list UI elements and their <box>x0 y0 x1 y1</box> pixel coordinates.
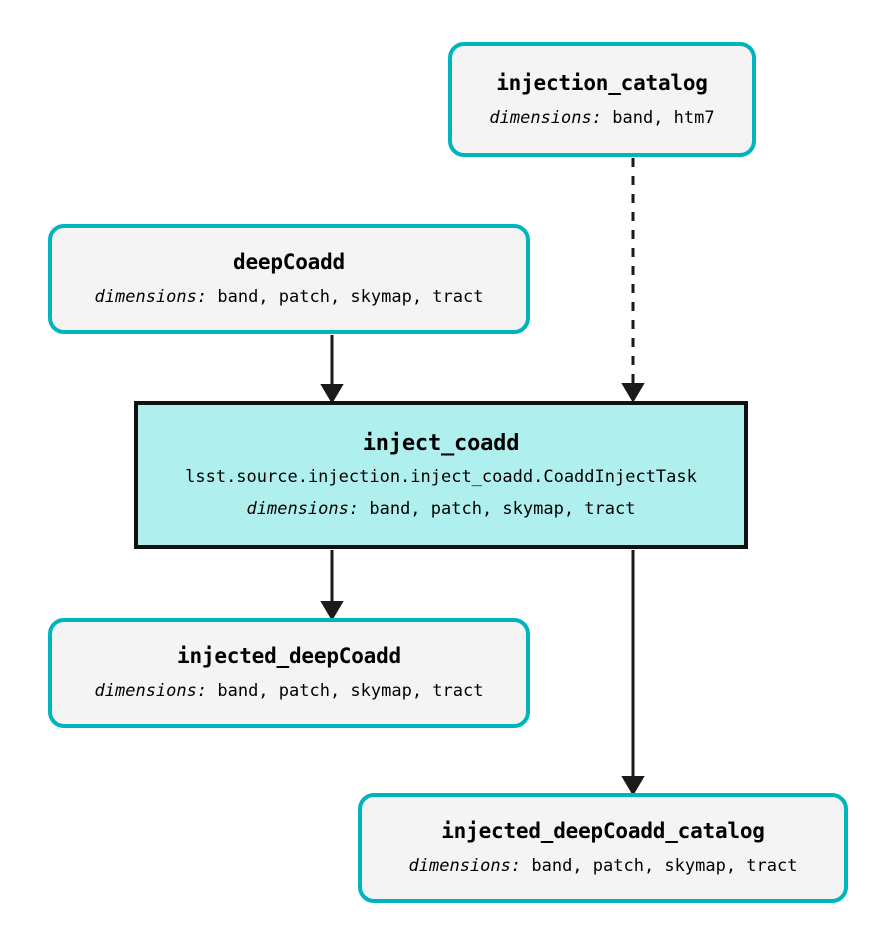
dimensions-label: dimensions: <box>408 856 522 877</box>
node-dimensions: dimensions: band, patch, skymap, tract <box>95 288 484 307</box>
node-injected-deepcoadd-catalog[interactable]: injected_deepCoadd_catalog dimensions: b… <box>358 793 848 903</box>
dimensions-value: band, patch, skymap, tract <box>217 681 484 702</box>
dimensions-label: dimensions: <box>246 498 360 519</box>
node-injection-catalog[interactable]: injection_catalog dimensions: band, htm7 <box>448 42 756 157</box>
node-title: injected_deepCoadd_catalog <box>441 819 765 844</box>
node-title: inject_coadd <box>362 430 520 456</box>
node-title: injected_deepCoadd <box>177 644 401 669</box>
node-dimensions: dimensions: band, patch, skymap, tract <box>409 857 798 876</box>
node-injected-deepcoadd[interactable]: injected_deepCoadd dimensions: band, pat… <box>48 618 530 728</box>
node-inject-coadd[interactable]: inject_coadd lsst.source.injection.injec… <box>134 401 748 549</box>
node-title: deepCoadd <box>233 250 345 275</box>
dimensions-value: band, htm7 <box>612 107 715 128</box>
node-class-path: lsst.source.injection.inject_coadd.Coadd… <box>185 466 697 487</box>
dimensions-value: band, patch, skymap, tract <box>531 856 798 877</box>
dimensions-label: dimensions: <box>489 107 602 128</box>
dimensions-value: band, patch, skymap, tract <box>369 498 636 519</box>
node-dimensions: dimensions: band, patch, skymap, tract <box>95 682 484 701</box>
node-dimensions: dimensions: band, patch, skymap, tract <box>246 498 636 519</box>
dimensions-label: dimensions: <box>94 287 208 308</box>
node-title: injection_catalog <box>496 70 708 95</box>
dimensions-value: band, patch, skymap, tract <box>217 287 484 308</box>
node-deepcoadd[interactable]: deepCoadd dimensions: band, patch, skyma… <box>48 224 530 334</box>
node-dimensions: dimensions: band, htm7 <box>489 107 715 128</box>
dimensions-label: dimensions: <box>94 681 208 702</box>
